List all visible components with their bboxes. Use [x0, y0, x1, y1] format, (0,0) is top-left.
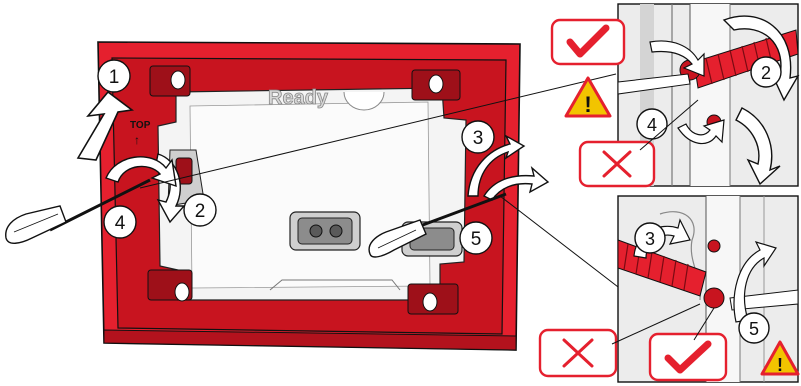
- mounting-frame: Ready: [98, 42, 520, 350]
- inner-tray-floor: [190, 102, 430, 288]
- corner-clip-bottom-right: [408, 284, 458, 314]
- svg-text:1: 1: [109, 67, 120, 88]
- corner-clip-bottom-left: [148, 270, 192, 301]
- svg-text:!: !: [777, 355, 783, 375]
- svg-text:4: 4: [115, 213, 126, 234]
- corner-clip-top-right: [412, 70, 460, 100]
- center-connector: [290, 212, 360, 250]
- svg-text:!: !: [584, 92, 591, 117]
- svg-text:3: 3: [473, 128, 484, 149]
- warning-triangle-icon: !: [566, 78, 610, 117]
- step-badge-3-main: 3: [462, 121, 494, 153]
- step-badge-3-detail: 3: [635, 223, 665, 253]
- step-badge-5-main: 5: [460, 222, 492, 254]
- step-badge-2-main: 2: [184, 194, 216, 226]
- frame-label: Ready: [268, 87, 329, 109]
- step-badge-4-main: 4: [104, 206, 136, 238]
- svg-text:3: 3: [645, 229, 655, 249]
- cross-mark-icon: [540, 330, 616, 376]
- svg-text:2: 2: [761, 63, 771, 83]
- step-badge-1: 1: [98, 60, 130, 92]
- top-marker: TOP: [130, 120, 151, 131]
- svg-text:5: 5: [471, 229, 482, 250]
- check-mark-icon: [552, 20, 624, 64]
- cross-mark-icon: [580, 142, 654, 186]
- step-badge-2-detail: 2: [751, 57, 781, 87]
- check-mark-icon: [650, 334, 726, 380]
- corner-clip-top-left: [150, 66, 190, 96]
- step-badge-4-detail: 4: [637, 109, 667, 139]
- top-arrow: ↑: [134, 133, 140, 147]
- svg-text:5: 5: [749, 319, 759, 339]
- svg-text:2: 2: [195, 201, 206, 222]
- svg-text:4: 4: [647, 115, 657, 135]
- step-badge-5-detail: 5: [739, 313, 769, 343]
